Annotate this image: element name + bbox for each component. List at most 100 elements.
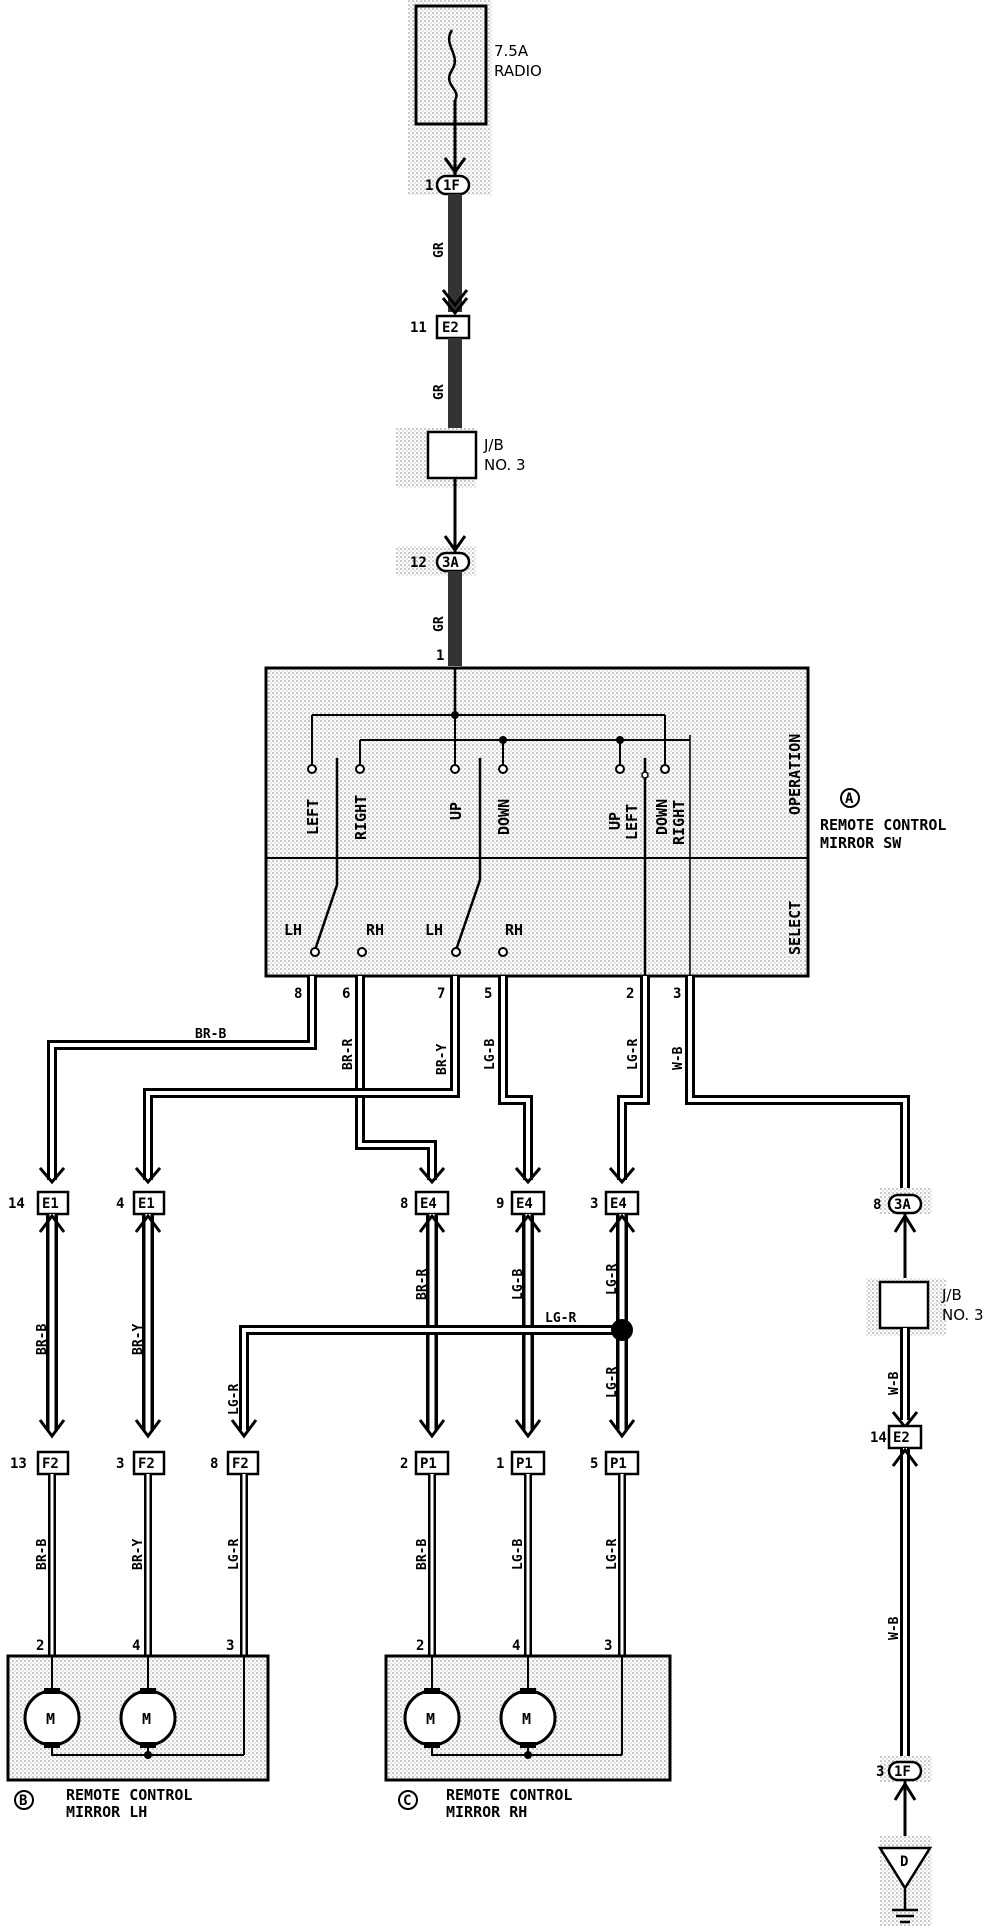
switch-name-1: REMOTE CONTROL xyxy=(820,816,946,834)
svg-text:F2: F2 xyxy=(42,1456,59,1472)
svg-text:LG-R: LG-R xyxy=(605,1539,620,1570)
svg-text:M: M xyxy=(426,1710,435,1728)
svg-text:14: 14 xyxy=(8,1196,25,1212)
svg-text:UP: UP xyxy=(606,812,624,830)
splice-point xyxy=(611,1319,633,1341)
fuse-element xyxy=(447,29,458,101)
svg-text:4: 4 xyxy=(116,1196,124,1212)
svg-text:2: 2 xyxy=(626,986,634,1002)
svg-text:DOWN: DOWN xyxy=(495,799,513,835)
wire-lg-r xyxy=(617,976,650,1180)
svg-text:LG-R: LG-R xyxy=(227,1539,242,1570)
mirror-switch-box xyxy=(264,666,810,978)
svg-text:LG-R: LG-R xyxy=(605,1367,620,1398)
svg-text:1: 1 xyxy=(496,1456,504,1472)
svg-text:E2: E2 xyxy=(442,320,459,336)
svg-text:3A: 3A xyxy=(894,1197,911,1213)
svg-text:BR-Y: BR-Y xyxy=(131,1324,146,1355)
svg-text:RIGHT: RIGHT xyxy=(352,795,370,840)
switch-name-2: MIRROR SW xyxy=(820,834,902,852)
svg-text:E4: E4 xyxy=(610,1196,627,1212)
svg-text:BR-R: BR-R xyxy=(415,1269,430,1300)
svg-text:3: 3 xyxy=(673,986,681,1002)
svg-text:D: D xyxy=(900,1854,908,1870)
svg-text:GR: GR xyxy=(432,384,447,400)
svg-text:M: M xyxy=(522,1710,531,1728)
svg-text:3: 3 xyxy=(226,1638,234,1654)
svg-text:A: A xyxy=(845,791,854,807)
mirror-rh-name-1: REMOTE CONTROL xyxy=(446,1786,572,1804)
wire-gr-1 xyxy=(448,194,462,312)
svg-text:UP: UP xyxy=(447,802,465,820)
svg-text:P1: P1 xyxy=(516,1456,533,1472)
svg-text:LG-B: LG-B xyxy=(483,1039,498,1070)
wire-w-b xyxy=(685,976,910,1195)
svg-text:LG-R: LG-R xyxy=(545,1311,576,1326)
select-label: SELECT xyxy=(786,901,804,955)
svg-text:NO. 3: NO. 3 xyxy=(484,456,526,474)
svg-text:P1: P1 xyxy=(610,1456,627,1472)
svg-text:8: 8 xyxy=(210,1456,218,1472)
svg-text:C: C xyxy=(403,1793,411,1809)
wire-lg-b xyxy=(498,976,533,1180)
svg-text:BR-Y: BR-Y xyxy=(435,1044,450,1075)
svg-text:3: 3 xyxy=(590,1196,598,1212)
svg-text:W-B: W-B xyxy=(671,1046,686,1070)
svg-text:BR-B: BR-B xyxy=(195,1027,226,1042)
svg-text:11: 11 xyxy=(410,320,427,336)
svg-text:P1: P1 xyxy=(420,1456,437,1472)
wire-gr-2 xyxy=(448,338,462,430)
svg-text:4: 4 xyxy=(512,1638,520,1654)
svg-text:LH: LH xyxy=(284,921,302,939)
wire-br-b xyxy=(47,976,317,1180)
svg-text:2: 2 xyxy=(36,1638,44,1654)
svg-text:3A: 3A xyxy=(442,555,459,571)
svg-text:6: 6 xyxy=(342,986,350,1002)
svg-text:14: 14 xyxy=(870,1430,887,1446)
svg-text:BR-B: BR-B xyxy=(35,1324,50,1355)
mirror-lh-name-1: REMOTE CONTROL xyxy=(66,1786,192,1804)
wire-gr-3 xyxy=(448,571,462,666)
svg-text:BR-B: BR-B xyxy=(35,1539,50,1570)
svg-text:13: 13 xyxy=(10,1456,27,1472)
svg-text:E1: E1 xyxy=(138,1196,155,1212)
svg-text:3: 3 xyxy=(116,1456,124,1472)
svg-text:E4: E4 xyxy=(420,1196,437,1212)
svg-text:GR: GR xyxy=(432,616,447,632)
svg-text:1: 1 xyxy=(436,648,444,664)
svg-text:W-B: W-B xyxy=(887,1616,902,1640)
svg-text:5: 5 xyxy=(484,986,492,1002)
fuse-name: RADIO xyxy=(494,62,542,80)
svg-text:J/B: J/B xyxy=(941,1286,962,1304)
svg-text:8: 8 xyxy=(873,1197,881,1213)
svg-text:1F: 1F xyxy=(894,1764,911,1780)
mirror-lh-name-2: MIRROR LH xyxy=(66,1803,147,1821)
svg-text:F2: F2 xyxy=(138,1456,155,1472)
svg-text:E4: E4 xyxy=(516,1196,533,1212)
svg-text:RIGHT: RIGHT xyxy=(670,800,688,845)
svg-text:B: B xyxy=(19,1793,27,1809)
svg-text:GR: GR xyxy=(432,242,447,258)
svg-text:E2: E2 xyxy=(893,1430,910,1446)
svg-text:J/B: J/B xyxy=(483,436,504,454)
svg-text:3: 3 xyxy=(876,1764,884,1780)
svg-text:1: 1 xyxy=(425,178,433,194)
svg-text:BR-R: BR-R xyxy=(341,1039,356,1070)
svg-text:DOWN: DOWN xyxy=(653,799,671,835)
svg-text:LG-B: LG-B xyxy=(511,1539,526,1570)
ground-icon xyxy=(877,1846,933,1891)
svg-text:2: 2 xyxy=(400,1456,408,1472)
svg-text:1F: 1F xyxy=(443,178,460,194)
svg-text:2: 2 xyxy=(416,1638,424,1654)
svg-text:RH: RH xyxy=(505,921,523,939)
svg-text:RH: RH xyxy=(366,921,384,939)
svg-text:M: M xyxy=(46,1710,55,1728)
svg-text:8: 8 xyxy=(400,1196,408,1212)
svg-text:M: M xyxy=(142,1710,151,1728)
svg-text:9: 9 xyxy=(496,1196,504,1212)
svg-text:E1: E1 xyxy=(42,1196,59,1212)
svg-text:BR-B: BR-B xyxy=(415,1539,430,1570)
svg-text:3: 3 xyxy=(604,1638,612,1654)
svg-text:LG-R: LG-R xyxy=(626,1039,641,1070)
